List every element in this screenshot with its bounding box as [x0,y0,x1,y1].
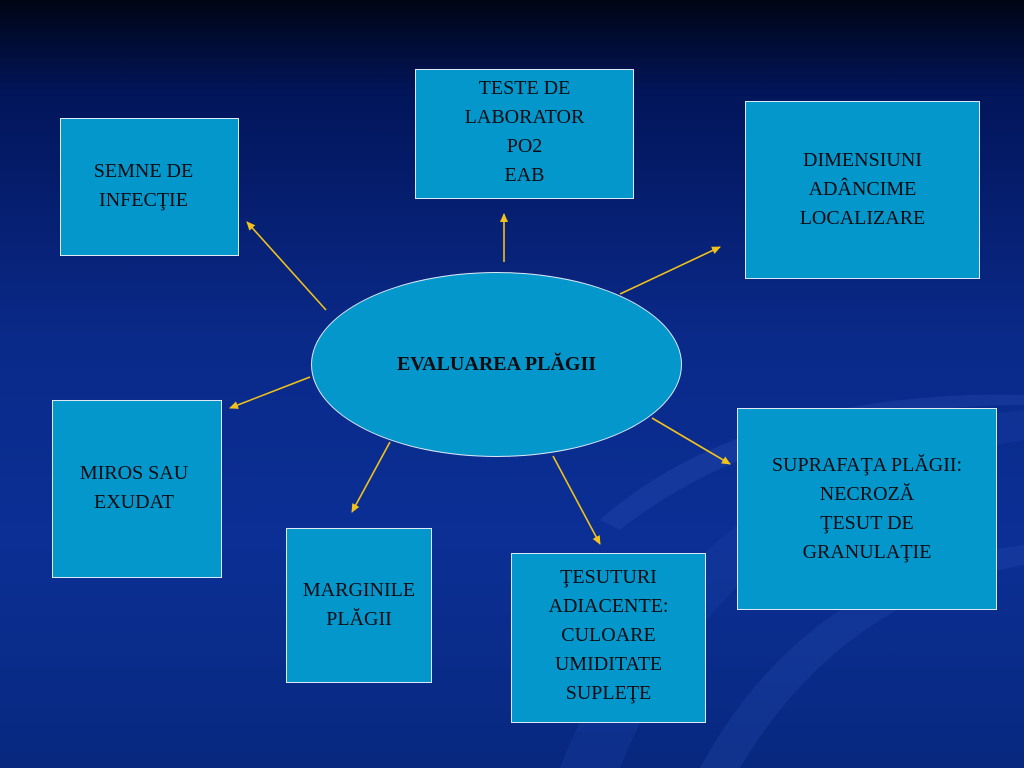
arrow-to-marginile [351,441,391,513]
center-node-evaluarea: EVALUAREA PLĂGII [311,272,682,457]
node-line: SEMNE DE [93,160,194,182]
node-suprafata-plagii: SUPRAFAŢA PLĂGII: NECROZĂ ŢESUT DE GRANU… [737,408,997,610]
node-line: SUPLEŢE [565,682,652,704]
node-line: UMIDITATE [554,653,663,675]
node-line: EAB [504,164,545,186]
center-label: EVALUAREA PLĂGII [396,353,597,375]
node-dimensiuni: DIMENSIUNI ADÂNCIME LOCALIZARE [745,101,980,279]
arrow-to-tesuturi [552,455,601,545]
node-line: ŢESUT DE [820,512,914,534]
node-marginile-plagii: MARGINILE PLĂGII [286,528,432,683]
node-line: LOCALIZARE [799,207,926,229]
node-line: ADÂNCIME [808,178,917,200]
node-line: EXUDAT [94,491,174,513]
node-line: DIMENSIUNI [803,149,922,171]
node-line: PO2 [506,135,543,157]
node-line: TESTE DE [478,77,571,99]
node-miros-exudat: MIROS SAU EXUDAT [52,400,222,578]
node-line: MIROS SAU [79,462,189,484]
arrow-to-dimensiuni [619,246,721,295]
node-line: SUPRAFAŢA PLĂGII: [771,454,963,476]
node-line: GRANULAŢIE [802,541,932,563]
arrow-to-suprafata [651,417,731,465]
node-line: CULOARE [561,624,656,646]
node-line: INFECŢIE [99,189,188,211]
node-line: ADIACENTE: [548,595,669,617]
node-line: ŢESUTURI [560,566,657,588]
node-line: PLĂGII [326,608,392,630]
node-semne-infectie: SEMNE DE INFECŢIE [60,118,239,256]
node-line: LABORATOR [464,106,585,128]
node-line: NECROZĂ [819,483,915,505]
node-tesuturi-adiacente: ŢESUTURI ADIACENTE: CULOARE UMIDITATE SU… [511,553,706,723]
arrow-to-miros [229,376,311,409]
arrow-to-semne [246,221,327,311]
node-teste-laborator: TESTE DE LABORATOR PO2 EAB [415,69,634,199]
node-line: MARGINILE [302,579,416,601]
